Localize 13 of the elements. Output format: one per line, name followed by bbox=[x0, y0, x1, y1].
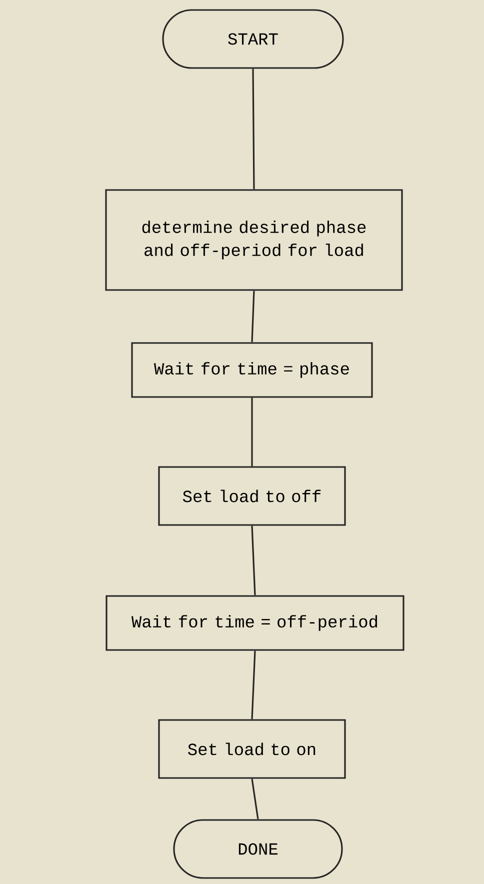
process-box: Wait for time = off-period bbox=[106, 595, 404, 651]
connector-line bbox=[251, 526, 256, 596]
process-box: Wait for time = phase bbox=[131, 342, 373, 398]
connector-line bbox=[251, 290, 255, 342]
terminal-box: DONE bbox=[173, 819, 343, 879]
terminal-box: START bbox=[162, 9, 344, 69]
connector-line bbox=[251, 650, 256, 720]
process-box: Set load to off bbox=[158, 466, 346, 526]
process-box: determine desired phase and off-period for load bbox=[105, 189, 403, 291]
process-box: Set load to on bbox=[158, 719, 346, 779]
connector-line bbox=[251, 398, 253, 466]
connector-line bbox=[251, 778, 259, 820]
connector-line bbox=[252, 68, 255, 190]
